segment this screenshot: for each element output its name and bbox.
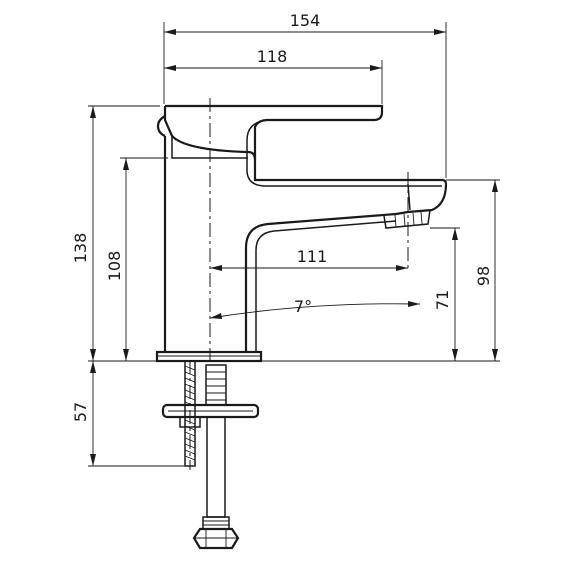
dim-label-57: 57	[71, 402, 90, 422]
aerator	[383, 209, 431, 229]
handle-inner-line	[246, 119, 442, 187]
body-cap	[171, 136, 248, 159]
handle-underside	[163, 106, 257, 161]
mounting-hardware	[161, 360, 260, 550]
body-right-edge	[244, 212, 397, 352]
dim-spout-top-height: 98	[474, 180, 498, 361]
dim-label-108: 108	[105, 251, 124, 282]
supply-hose	[202, 364, 230, 530]
spout-underside	[395, 183, 448, 216]
dim-label-138: 138	[71, 233, 90, 264]
base-plate	[155, 350, 263, 363]
dim-spout-reach: 111	[210, 247, 408, 271]
dim-label-154: 154	[290, 11, 321, 30]
dim-overall-width: 154	[164, 11, 446, 35]
spout-tip	[407, 183, 411, 211]
faucet-outline	[155, 104, 448, 363]
dim-outlet-height: 71	[433, 228, 458, 361]
dim-label-111: 111	[297, 247, 328, 266]
dim-body-height: 108	[105, 158, 129, 361]
body-right-inner	[255, 220, 397, 352]
handle-top	[165, 104, 448, 185]
dim-label-118: 118	[257, 47, 288, 66]
dim-label-71: 71	[433, 290, 452, 310]
hose-hex-nut	[192, 527, 240, 550]
dim-label-angle: 7°	[294, 297, 312, 316]
handle-knob	[156, 115, 166, 138]
dim-handle-length: 118	[164, 47, 382, 71]
dim-label-98: 98	[474, 266, 493, 286]
dim-spout-angle: 7°	[209, 297, 421, 319]
dim-below-deck: 57	[71, 361, 96, 466]
dim-total-height: 138	[71, 106, 96, 361]
